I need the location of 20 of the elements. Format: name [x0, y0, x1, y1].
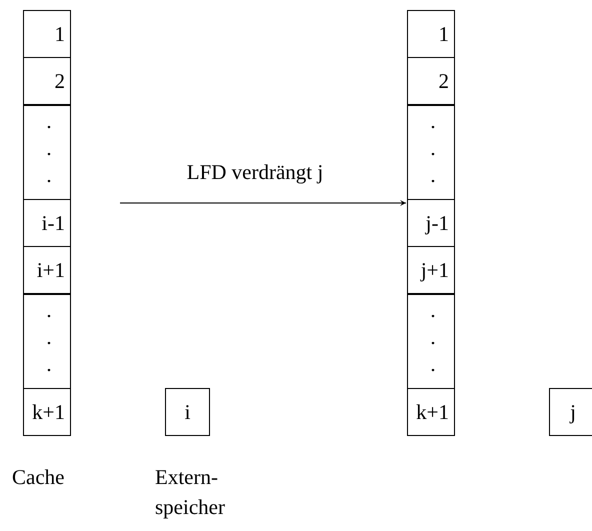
caption-text: Cache	[12, 464, 66, 491]
memory-cell: i	[165, 388, 210, 436]
array-cell: 1	[23, 10, 71, 58]
array-cell: k+1	[23, 388, 71, 436]
array-cell: i-1	[23, 199, 71, 247]
array-cell: 1	[407, 10, 455, 58]
ellipsis-cell: ...	[23, 294, 71, 389]
array-cell: j+1	[407, 246, 455, 294]
array-cell: i+1	[23, 246, 71, 294]
ellipsis-cell: ...	[23, 105, 71, 200]
caption-text: Extern- speicher	[155, 464, 226, 521]
memory-cell: j	[549, 388, 592, 436]
ellipsis-cell: ...	[407, 105, 455, 200]
ellipsis-cell: ...	[407, 294, 455, 389]
array-cell: j-1	[407, 199, 455, 247]
array-cell: 2	[407, 57, 455, 105]
edge-label: LFD verdrängt j	[186, 159, 324, 186]
array-cell: k+1	[407, 388, 455, 436]
array-cell: 2	[23, 57, 71, 105]
arrow	[120, 200, 406, 206]
